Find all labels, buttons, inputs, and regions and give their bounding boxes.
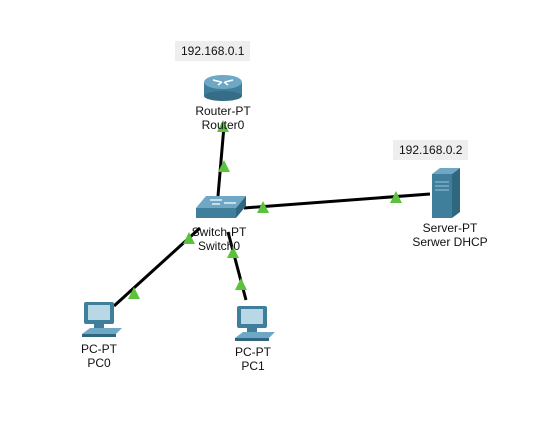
link-up-indicator [218,160,230,172]
server-icon[interactable] [432,168,460,218]
router-name: Router0 [201,118,245,132]
pc1-name: PC1 [241,359,265,373]
link-up-indicator [257,201,269,213]
pc1-type: PC-PT [235,345,271,359]
pc-icon[interactable] [82,302,122,337]
switch-icon[interactable] [196,196,246,218]
link-up-indicator [183,232,195,244]
pc0-label: PC-PT PC0 [74,342,124,370]
pc0-type: PC-PT [81,342,117,356]
link-up-indicator [390,191,402,203]
link-status-indicators [128,120,402,299]
pc1-label: PC-PT PC1 [228,345,278,373]
server-name: Serwer DHCP [412,235,488,249]
router-type: Router-PT [195,104,251,118]
link-up-indicator [128,287,140,299]
link-switch-server[interactable] [243,192,431,210]
switch-type: Switch-PT [191,225,247,239]
server-ip-note[interactable]: 192.168.0.2 [393,140,469,160]
link-up-indicator [235,278,247,290]
router-label: Router-PT Router0 [193,104,253,132]
server-type: Server-PT [422,221,478,235]
link-up-indicator [227,246,239,258]
server-label: Server-PT Serwer DHCP [405,221,495,249]
link-up-indicator [217,120,229,132]
switch-label: Switch-PT Switch0 [189,225,249,253]
router-icon[interactable] [204,75,242,101]
switch-name: Switch0 [197,239,241,253]
pc-icon[interactable] [235,306,275,341]
router-ip-note[interactable]: 192.168.0.1 [175,41,251,61]
link-switch-router[interactable] [216,125,226,197]
pc0-name: PC0 [87,356,111,370]
